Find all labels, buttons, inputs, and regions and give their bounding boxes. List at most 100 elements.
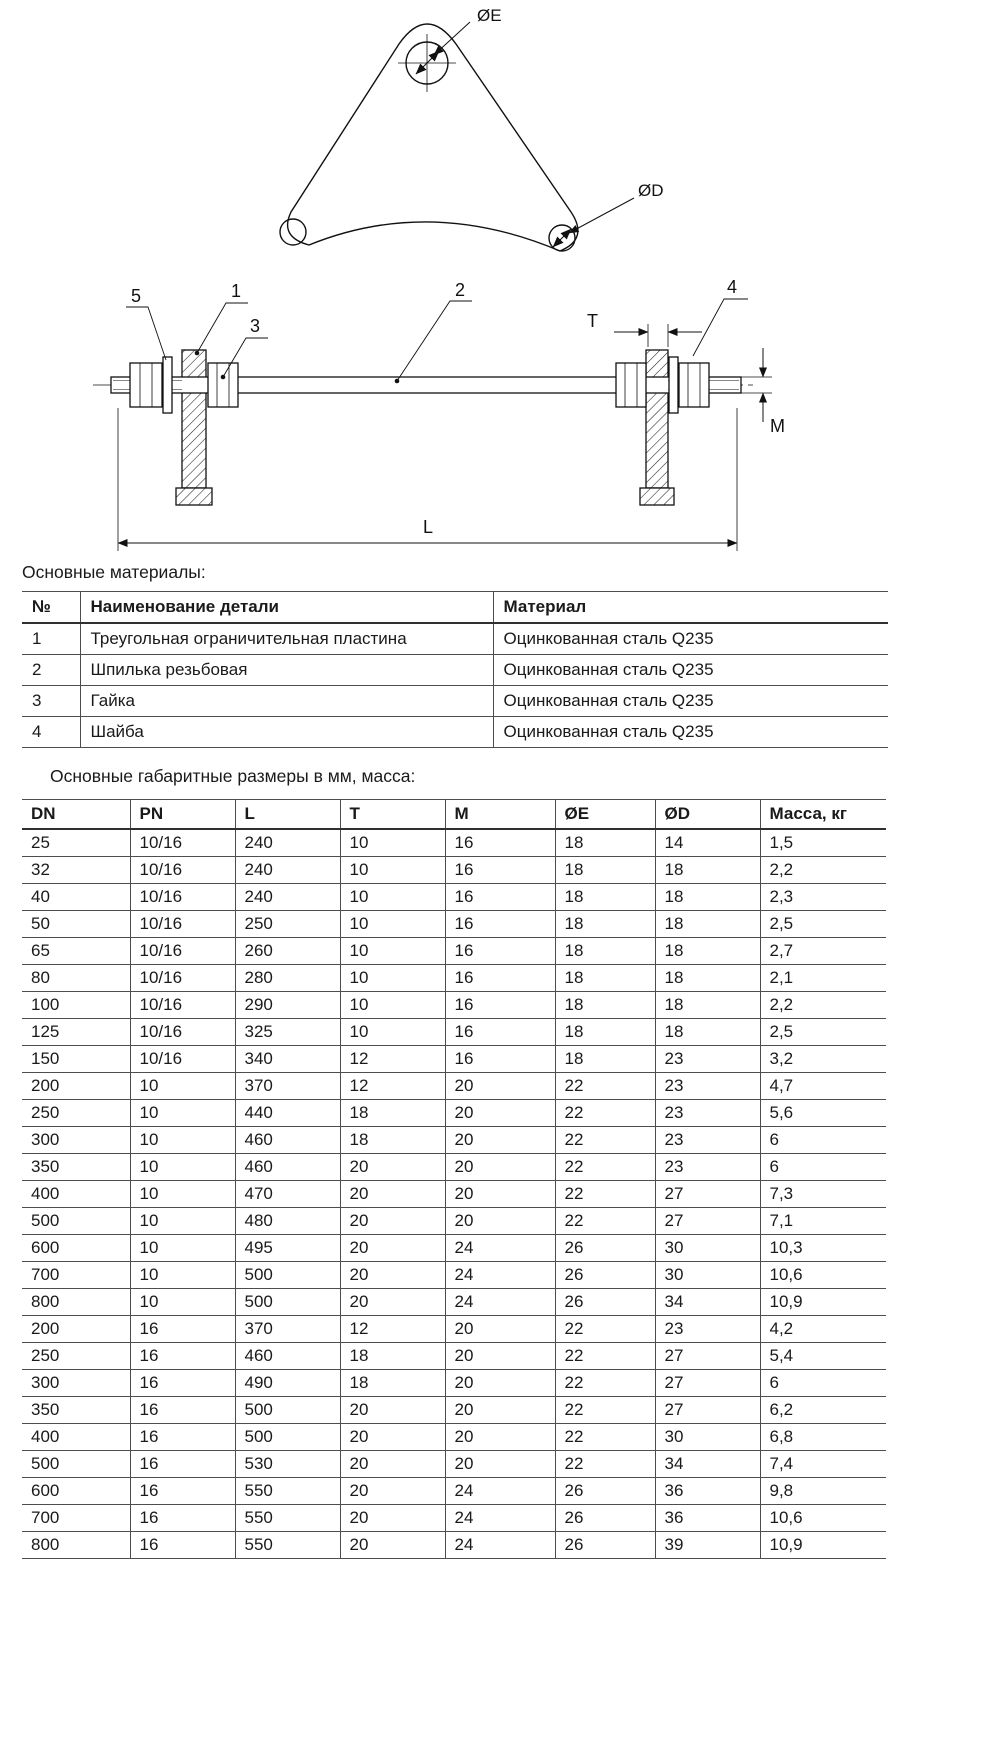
dimensions-cell: 22 (554, 1180, 655, 1208)
dimensions-cell: 34 (654, 1450, 760, 1478)
dimensions-cell: 500 (234, 1396, 340, 1424)
dimensions-cell: 440 (234, 1099, 340, 1127)
dimensions-cell: 10/16 (129, 991, 235, 1019)
dimensions-cell: 18 (339, 1126, 445, 1154)
callout-2-label: 2 (455, 280, 465, 300)
dimensions-cell: 700 (22, 1504, 130, 1532)
dimensions-cell: 20 (444, 1180, 555, 1208)
dimensions-cell: 20 (339, 1504, 445, 1532)
hole-d-leader-line (568, 197, 635, 234)
callout-2-leader (396, 300, 472, 382)
dimensions-cell: 80 (22, 964, 130, 992)
materials-cell: 2 (22, 654, 80, 686)
dimensions-cell: 350 (22, 1396, 130, 1424)
dimensions-cell: 280 (234, 964, 340, 992)
threaded-rod (110, 376, 742, 394)
dimensions-title: Основные габаритные размеры в мм, масса: (50, 766, 416, 786)
right-outer-nut (678, 362, 710, 408)
dimensions-cell: 10 (129, 1153, 235, 1181)
dimensions-cell: 20 (339, 1450, 445, 1478)
dimensions-cell: 27 (654, 1342, 760, 1370)
dimensions-cell: 18 (554, 1018, 655, 1046)
dimensions-cell: 20 (444, 1126, 555, 1154)
dimensions-cell: 24 (444, 1234, 555, 1262)
dimensions-cell: 16 (129, 1477, 235, 1505)
dimensions-cell: 10,6 (759, 1261, 886, 1289)
materials-cell: Оцинкованная сталь Q235 (492, 716, 888, 748)
dimensions-cell: 20 (444, 1099, 555, 1127)
dimensions-cell: 370 (234, 1072, 340, 1100)
dimensions-cell: 23 (654, 1153, 760, 1181)
dimensions-cell: 3,2 (759, 1045, 886, 1073)
dimensions-cell: 7,3 (759, 1180, 886, 1208)
dimensions-cell: 12 (339, 1045, 445, 1073)
dimensions-cell: 2,2 (759, 856, 886, 884)
dimensions-cell: 39 (654, 1531, 760, 1559)
dimensions-cell: 36 (654, 1477, 760, 1505)
dimensions-cell: 400 (22, 1423, 130, 1451)
dimensions-cell: 20 (339, 1423, 445, 1451)
technical-drawing-area: ØE ØD (0, 0, 998, 558)
dimensions-cell: 2,5 (759, 1018, 886, 1046)
materials-cell: Оцинкованная сталь Q235 (492, 623, 888, 655)
dimensions-cell: 18 (654, 883, 760, 911)
dimensions-cell: 10 (339, 991, 445, 1019)
dimensions-cell: 16 (129, 1504, 235, 1532)
dimensions-cell: 20 (339, 1396, 445, 1424)
dimensions-cell: 40 (22, 883, 130, 911)
dimensions-cell: 16 (129, 1342, 235, 1370)
dimensions-cell: 7,1 (759, 1207, 886, 1235)
dimensions-cell: 22 (554, 1450, 655, 1478)
dimensions-cell: 20 (444, 1423, 555, 1451)
hole-e-leader-line (433, 21, 471, 56)
dimensions-cell: 800 (22, 1531, 130, 1559)
dimensions-cell: 16 (444, 856, 555, 884)
dimensions-cell: 16 (129, 1369, 235, 1397)
right-inner-nut (615, 362, 647, 408)
dimensions-cell: 27 (654, 1396, 760, 1424)
dimensions-cell: 16 (129, 1531, 235, 1559)
dimensions-cell: 20 (339, 1153, 445, 1181)
dimensions-cell: 16 (444, 910, 555, 938)
dimensions-cell: 24 (444, 1261, 555, 1289)
dimensions-cell: 18 (654, 1018, 760, 1046)
dimensions-cell: 18 (554, 856, 655, 884)
dimensions-cell: 290 (234, 991, 340, 1019)
dimensions-cell: 12 (339, 1315, 445, 1343)
dimensions-cell: 4,2 (759, 1315, 886, 1343)
dimensions-cell: 18 (654, 910, 760, 938)
dimensions-header-cell: PN (129, 799, 235, 830)
dimensions-cell: 20 (444, 1315, 555, 1343)
dimensions-cell: 16 (129, 1315, 235, 1343)
dimensions-cell: 10 (339, 1018, 445, 1046)
dimensions-cell: 10/16 (129, 856, 235, 884)
triangular-plate-outline (286, 23, 579, 252)
dimensions-cell: 300 (22, 1126, 130, 1154)
dimensions-cell: 10/16 (129, 937, 235, 965)
dimensions-cell: 10 (339, 883, 445, 911)
dimensions-cell: 30 (654, 1234, 760, 1262)
dimensions-cell: 22 (554, 1342, 655, 1370)
dimensions-cell: 600 (22, 1234, 130, 1262)
dimensions-cell: 18 (339, 1342, 445, 1370)
dimensions-cell: 24 (444, 1477, 555, 1505)
callout-1-dot (194, 350, 200, 356)
dimensions-header-cell: L (234, 799, 340, 830)
hole-d-label: ØD (638, 181, 664, 200)
dimensions-cell: 20 (339, 1234, 445, 1262)
dimensions-cell: 10 (339, 829, 445, 857)
dimensions-cell: 27 (654, 1369, 760, 1397)
dimensions-cell: 550 (234, 1477, 340, 1505)
dimensions-cell: 23 (654, 1315, 760, 1343)
dimensions-cell: 30 (654, 1423, 760, 1451)
dimensions-cell: 6 (759, 1126, 886, 1154)
